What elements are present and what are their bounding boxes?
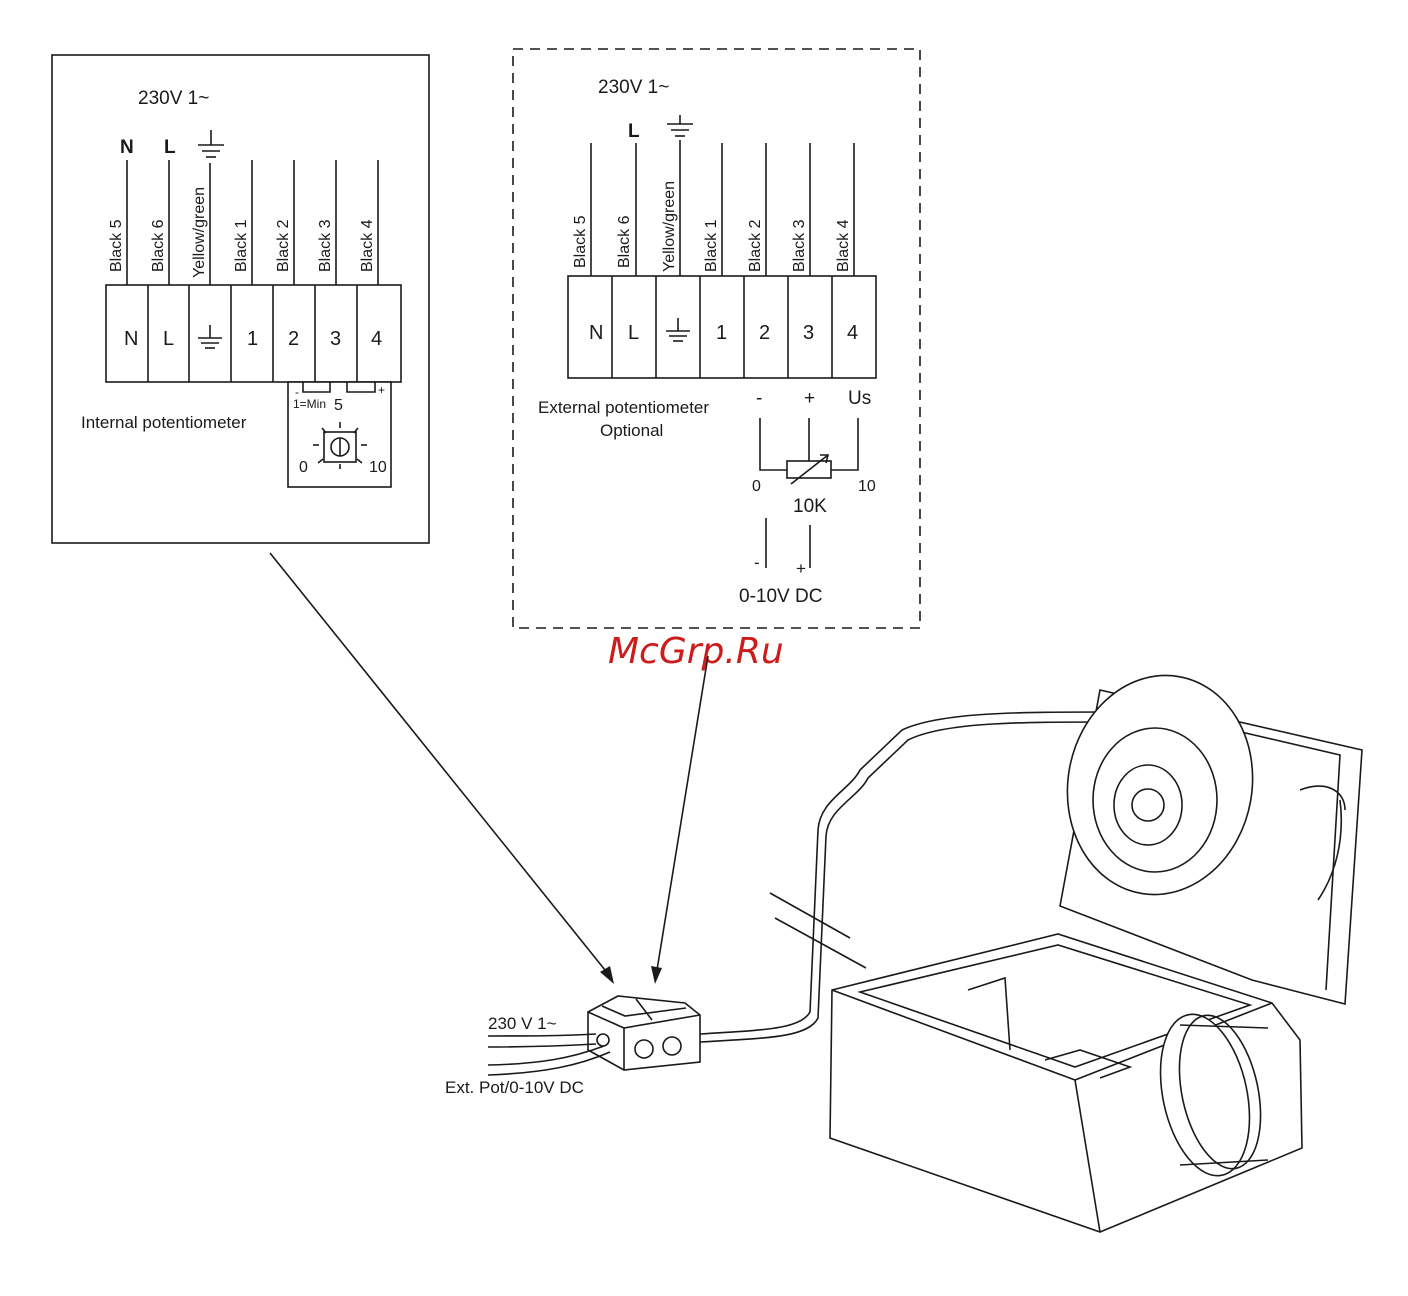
external-terminal: 1	[716, 322, 727, 344]
external-wire-label: Black 1	[703, 219, 720, 272]
internal-top-label-l: L	[164, 137, 176, 158]
external-wire-label: Yellow/green	[661, 181, 678, 272]
dc-plus-label: +	[796, 559, 806, 578]
external-wire-label: Black 6	[616, 215, 633, 268]
internal-pot-label: Internal potentiometer	[81, 413, 247, 432]
resistor-circuit	[759, 418, 859, 485]
external-supply-label: 230V 1~	[598, 77, 669, 98]
internal-panel: 230V 1~ N L Black 5 Black 6 Yellow/green…	[51, 54, 430, 544]
internal-terminal: L	[163, 328, 174, 350]
internal-wire-label: Black 4	[359, 219, 376, 272]
internal-terminal: 4	[371, 328, 382, 350]
internal-terminal: 2	[288, 328, 299, 350]
internal-terminal: N	[124, 328, 138, 350]
internal-wire-label: Black 6	[150, 219, 167, 272]
junction-box	[587, 995, 701, 1071]
external-wire-label: Black 5	[572, 215, 589, 268]
external-terminal-block: N L 1 2 3 4	[567, 275, 877, 379]
pot-plus-label: +	[378, 383, 385, 397]
internal-wire-label: Yellow/green	[191, 187, 208, 278]
ext-minus-label: -	[756, 388, 762, 409]
fan-unit	[829, 674, 1363, 1233]
internal-supply-label: 230V 1~	[138, 88, 209, 109]
resistor-label: 10K	[793, 496, 827, 517]
external-terminal: L	[628, 322, 639, 344]
external-panel: 230V 1~ L Black 5 Black 6 Yellow/green B…	[512, 48, 921, 629]
external-terminal: 2	[759, 322, 770, 344]
internal-potentiometer: - + 1=Min 5 0 10	[287, 381, 392, 488]
internal-top-label-n: N	[120, 137, 134, 158]
external-terminal-earth-icon	[666, 318, 690, 342]
external-terminal: N	[589, 322, 603, 344]
pot-ten-label: 10	[369, 459, 387, 476]
internal-earth-icon	[198, 130, 224, 158]
ext-ten-label: 10	[858, 478, 876, 495]
external-earth-icon	[667, 115, 693, 137]
pot-min-label: 1=Min	[293, 397, 326, 411]
external-terminal: 3	[803, 322, 814, 344]
internal-terminal: 1	[247, 328, 258, 350]
junction-ext-label: Ext. Pot/0-10V DC	[445, 1078, 584, 1097]
internal-terminal-block: N L 1 2 3 4	[105, 284, 402, 383]
watermark: McGrp.Ru	[608, 631, 784, 672]
pot-minus-label: -	[295, 385, 299, 399]
dc-minus-label: -	[754, 553, 760, 572]
external-top-label-l: L	[628, 121, 640, 142]
external-wire-label: Black 2	[747, 219, 764, 272]
ext-plus-label: +	[804, 388, 815, 409]
ext-us-label: Us	[848, 388, 871, 409]
internal-wire-label: Black 5	[108, 219, 125, 272]
internal-terminal-earth-icon	[198, 325, 222, 349]
internal-wire-label: Black 3	[317, 219, 334, 272]
external-wire-label: Black 3	[791, 219, 808, 272]
internal-wire-label: Black 2	[275, 219, 292, 272]
pot-zero-label: 0	[299, 459, 308, 476]
cable-break-marks	[769, 892, 867, 969]
dc-label: 0-10V DC	[739, 586, 822, 607]
internal-wires	[126, 160, 379, 285]
junction-cables	[487, 711, 1111, 1076]
pot-mid-label: 5	[334, 397, 343, 414]
junction-supply-label: 230 V 1~	[488, 1014, 557, 1033]
internal-terminal: 3	[330, 328, 341, 350]
pot-dial-icon	[313, 422, 367, 469]
external-pot-optional: Optional	[600, 421, 663, 440]
external-pot-label: External potentiometer	[538, 398, 709, 417]
external-wire-label: Black 4	[835, 219, 852, 272]
ext-zero-label: 0	[752, 478, 761, 495]
external-terminal: 4	[847, 322, 858, 344]
internal-wire-label: Black 1	[233, 219, 250, 272]
external-wires	[590, 140, 855, 276]
arrows	[269, 552, 709, 984]
